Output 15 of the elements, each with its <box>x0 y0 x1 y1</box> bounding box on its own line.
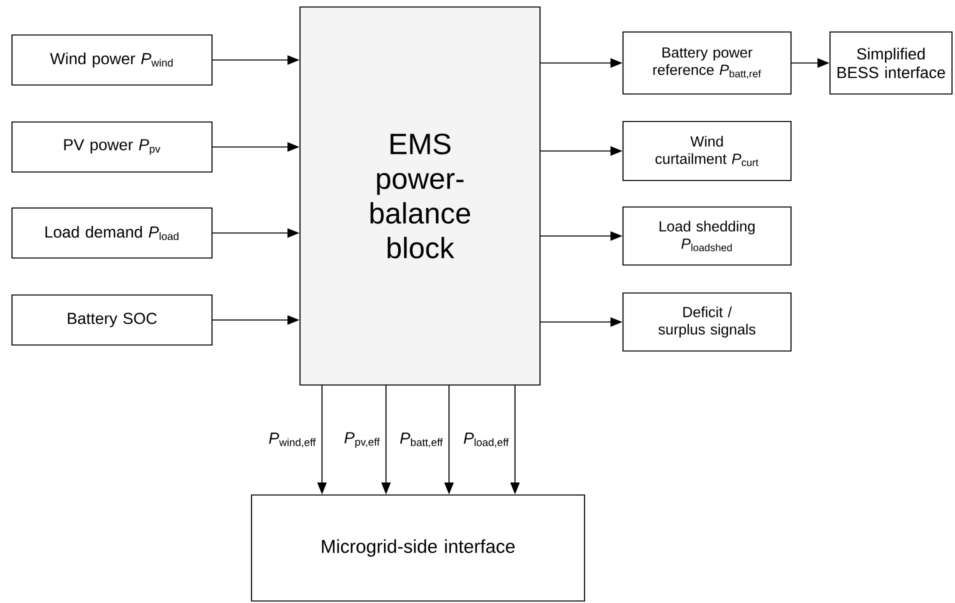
output-box: Deficit / surplus signals <box>622 292 792 352</box>
interface-box: Simplified BESS interface <box>829 31 953 95</box>
edge-label: P$_{load,eff}$ <box>464 432 509 448</box>
interface-box: Microgrid-side interface <box>250 494 586 602</box>
ems-block: EMS power-balance block <box>299 6 541 386</box>
edge-label: P$_{wind,eff}$ <box>269 432 316 448</box>
output-box: Wind curtailment P$_{curt}$ <box>622 120 792 182</box>
input-box: Load demand P$_{load}$ <box>11 207 213 259</box>
output-box: Load shedding P$_{loadshed}$ <box>622 206 792 266</box>
edge-label: P$_{batt,eff}$ <box>400 432 443 448</box>
input-box: Battery SOC <box>11 294 213 346</box>
edge-label: P$_{pv,eff}$ <box>344 432 380 448</box>
input-box: PV power P$_{pv}$ <box>11 121 213 173</box>
output-box: Battery power reference P$_{batt,ref}$ <box>622 31 792 95</box>
input-box: Wind power P$_{wind}$ <box>11 34 213 86</box>
